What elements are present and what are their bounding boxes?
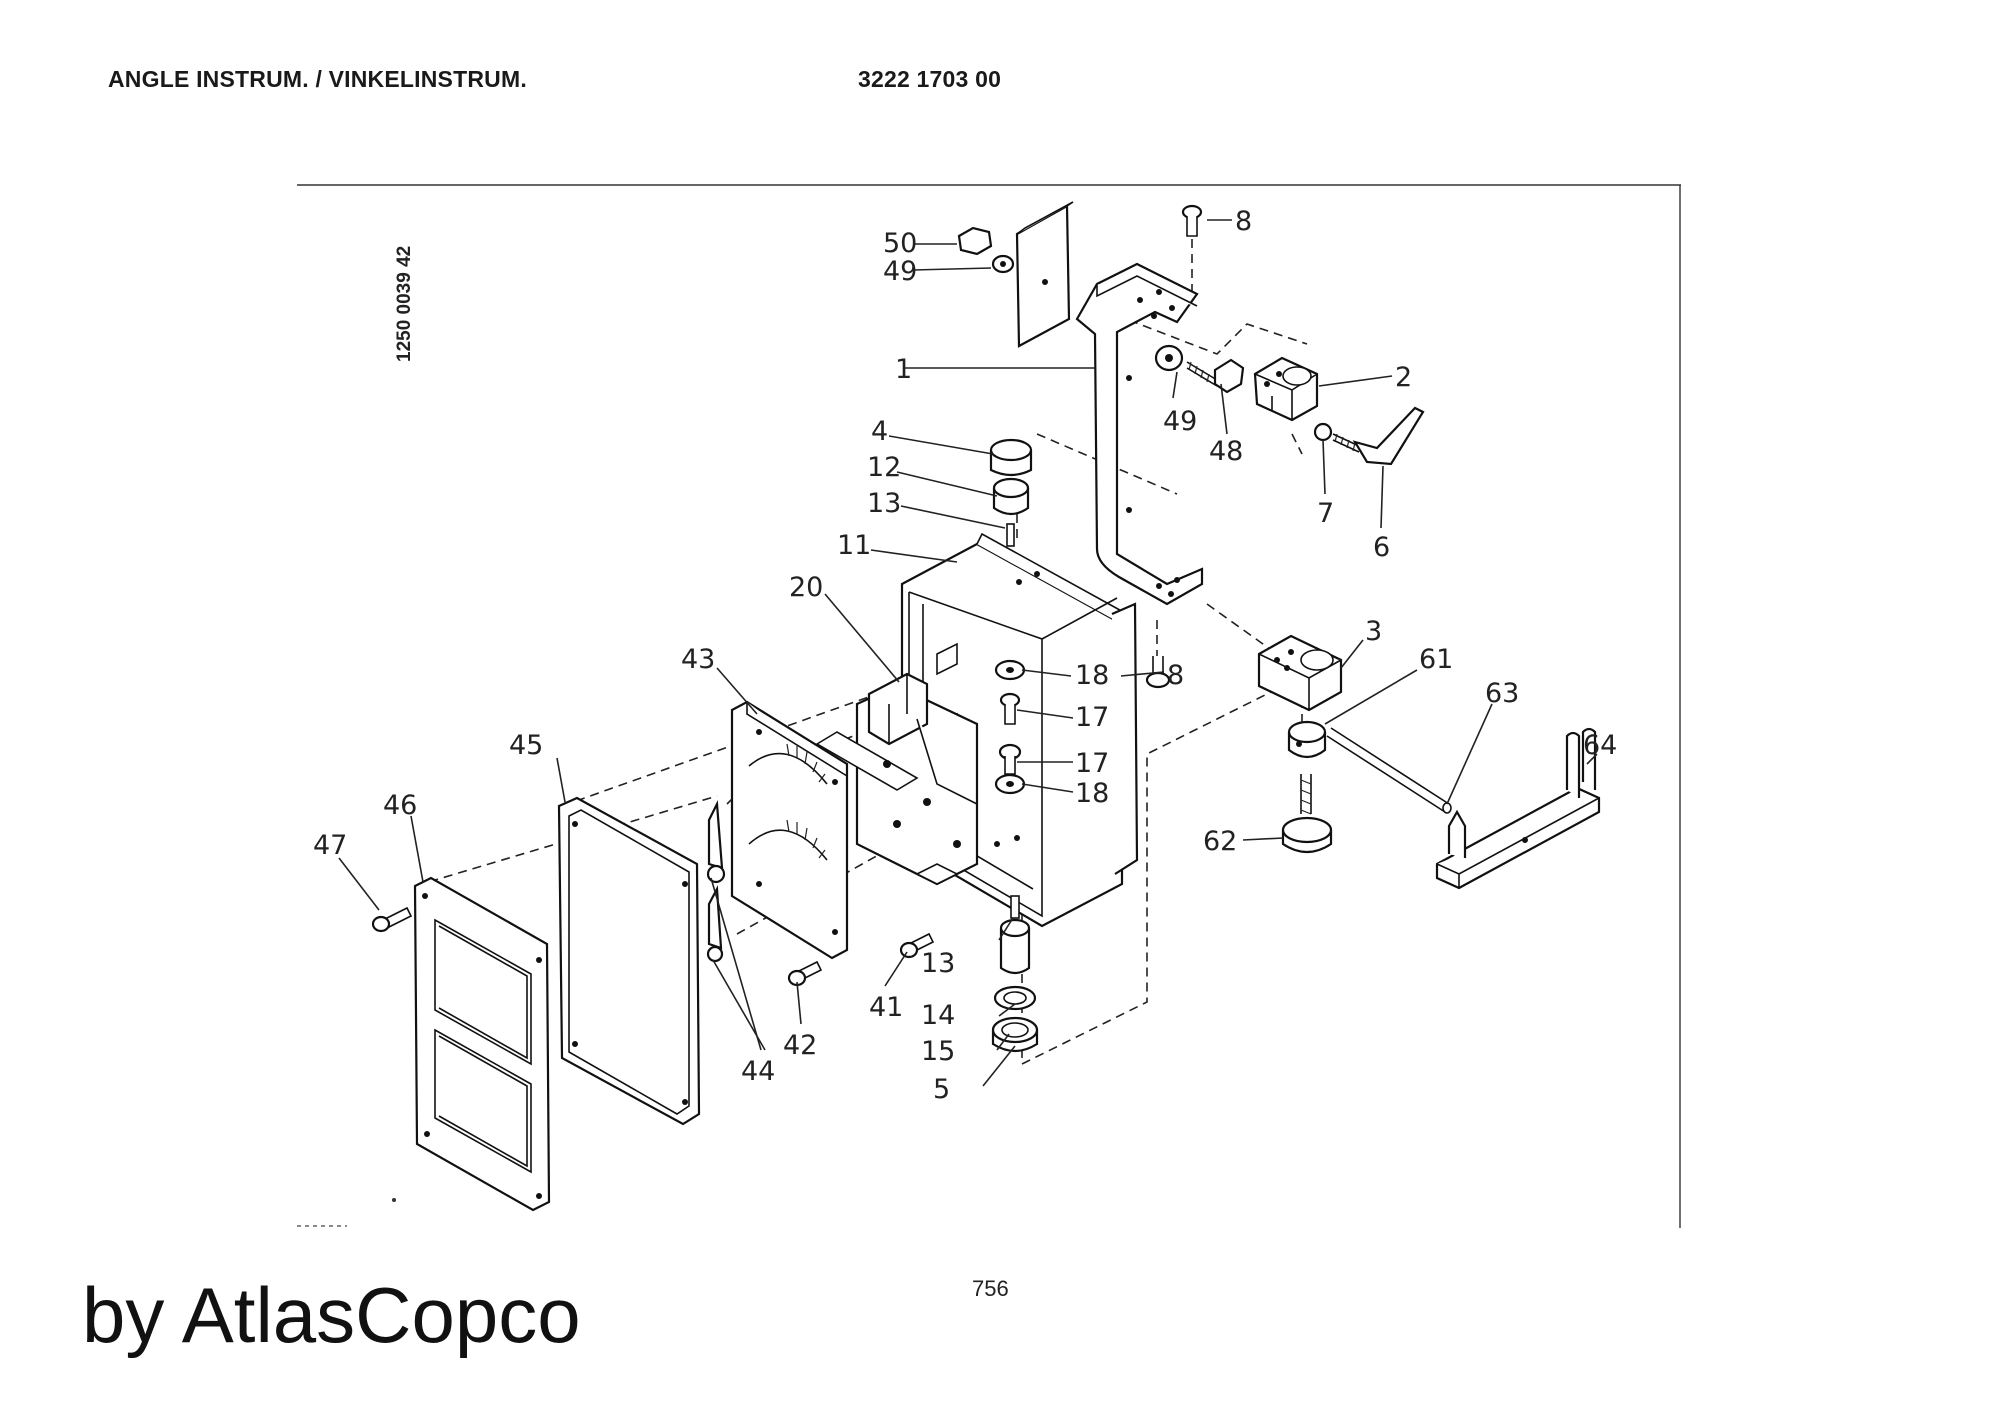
bracket-part-1 [1075,262,1204,606]
mount-block-part-3 [1257,634,1343,712]
callout-49-top: 49 [883,256,917,287]
screw-part-8-top [1181,204,1203,237]
lever-screw-6-7 [1313,406,1425,466]
exploded-diagram: 1250 0039 42 [297,184,1682,1228]
callout-63: 63 [1485,678,1519,709]
pointer-needles-part-44 [706,799,726,963]
top-cap-4-12-13 [989,438,1033,547]
clamp-block-part-2 [1253,356,1319,422]
callout-leaders [338,219,1598,1087]
watermark: by AtlasCopco [82,1271,581,1359]
callout-48: 48 [1209,436,1243,467]
callout-8-top: 8 [1235,206,1252,237]
callout-11: 11 [837,530,871,561]
callout-6: 6 [1373,532,1390,563]
part-number: 3222 1703 00 [858,66,1002,92]
screw-part-41 [899,932,935,959]
page-number: 756 [972,1276,1009,1301]
fork-part-64 [1435,727,1601,890]
callout-4: 4 [871,416,888,447]
callout-42: 42 [783,1030,817,1061]
bottom-bearing-5-13-14-15 [991,895,1039,1053]
callout-12: 12 [867,452,901,483]
adjuster-collar-61-62 [1281,720,1333,854]
callout-62: 62 [1203,826,1237,857]
callout-5: 5 [933,1074,950,1105]
callout-41: 41 [869,992,903,1023]
callout-49-right: 49 [1163,406,1197,437]
bolt-assembly-48-49 [1154,344,1245,394]
drawing-number: 1250 0039 42 [394,246,415,362]
callout-numbers: 50 49 8 1 2 4 12 13 11 49 48 7 6 3 61 63… [313,206,1617,1105]
callout-2: 2 [1395,362,1412,393]
callout-14: 14 [921,1000,955,1031]
screw-part-8-bottom [1145,656,1171,689]
callout-13-bottom: 13 [921,948,955,979]
callout-13-top: 13 [867,488,901,519]
callout-61: 61 [1419,644,1453,675]
callout-20: 20 [789,572,823,603]
callout-17-top: 17 [1075,702,1109,733]
callout-45: 45 [509,730,543,761]
screw-part-42 [787,960,823,987]
dial-plate-part-43 [730,700,849,960]
rod-part-63 [1326,727,1452,814]
callout-18-top: 18 [1075,660,1109,691]
callout-46: 46 [383,790,417,821]
callout-64: 64 [1583,730,1617,761]
callout-8-bottom: 8 [1167,660,1184,691]
callout-1: 1 [895,354,912,385]
movement-assembly-part-20 [815,672,979,886]
front-cover-part-46 [413,876,551,1212]
gasket-part-45 [557,796,701,1126]
callout-18-bottom: 18 [1075,778,1109,809]
callout-50: 50 [883,228,917,259]
callout-47: 47 [313,830,347,861]
callout-17-bottom: 17 [1075,748,1109,779]
callout-3: 3 [1365,616,1382,647]
callout-15: 15 [921,1036,955,1067]
document-title: ANGLE INSTRUM. / VINKELINSTRUM. [108,66,527,92]
callout-44: 44 [741,1056,775,1087]
callout-43: 43 [681,644,715,675]
screw-part-47 [371,906,413,933]
callout-7: 7 [1317,498,1334,529]
mounting-plate [957,201,1074,348]
